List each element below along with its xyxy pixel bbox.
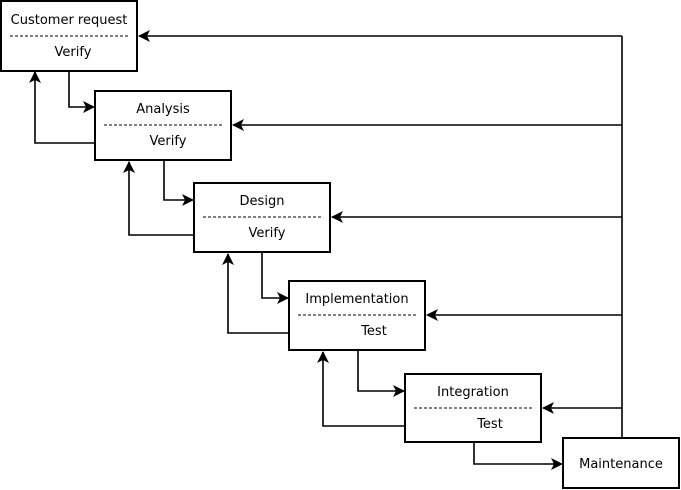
stage-activity: Verify bbox=[249, 226, 286, 241]
stage-box bbox=[288, 280, 426, 351]
maintenance-box bbox=[562, 437, 680, 489]
stage-box bbox=[0, 0, 138, 72]
stage-name: Integration bbox=[437, 385, 509, 400]
stage-integration: Integration Test bbox=[404, 373, 542, 443]
flow-arrow-integration-to-maintenance bbox=[473, 443, 563, 470]
maintenance-label: Maintenance bbox=[579, 457, 663, 472]
flow-arrow-design-to-implementation bbox=[261, 253, 289, 304]
stage-maintenance: Maintenance bbox=[562, 437, 680, 489]
flow-arrow-request-to-analysis bbox=[68, 71, 95, 113]
stage-box bbox=[193, 182, 331, 253]
stage-name: Analysis bbox=[136, 102, 190, 117]
stage-name: Implementation bbox=[305, 292, 408, 307]
stage-customer-request: Customer request Verify bbox=[0, 0, 138, 72]
stage-analysis: Analysis Verify bbox=[94, 90, 232, 161]
feedback-arrow-analysis-to-request bbox=[29, 71, 95, 144]
feedback-arrow-integration-to-implementation bbox=[317, 351, 405, 427]
feedback-arrow-design-to-analysis bbox=[123, 161, 194, 236]
stage-design: Design Verify bbox=[193, 182, 331, 253]
stage-box bbox=[94, 90, 232, 161]
stage-activity: Test bbox=[360, 324, 387, 339]
stage-name: Design bbox=[240, 194, 285, 209]
flow-arrow-implementation-to-integration bbox=[357, 351, 405, 397]
stage-name: Customer request bbox=[11, 13, 128, 28]
stage-box bbox=[404, 373, 542, 443]
flow-arrow-analysis-to-design bbox=[163, 161, 194, 206]
stage-activity: Verify bbox=[55, 45, 92, 60]
stage-implementation: Implementation Test bbox=[288, 280, 426, 351]
stage-activity: Test bbox=[476, 417, 503, 432]
stage-activity: Verify bbox=[150, 134, 187, 149]
feedback-arrow-implementation-to-design bbox=[222, 253, 289, 334]
